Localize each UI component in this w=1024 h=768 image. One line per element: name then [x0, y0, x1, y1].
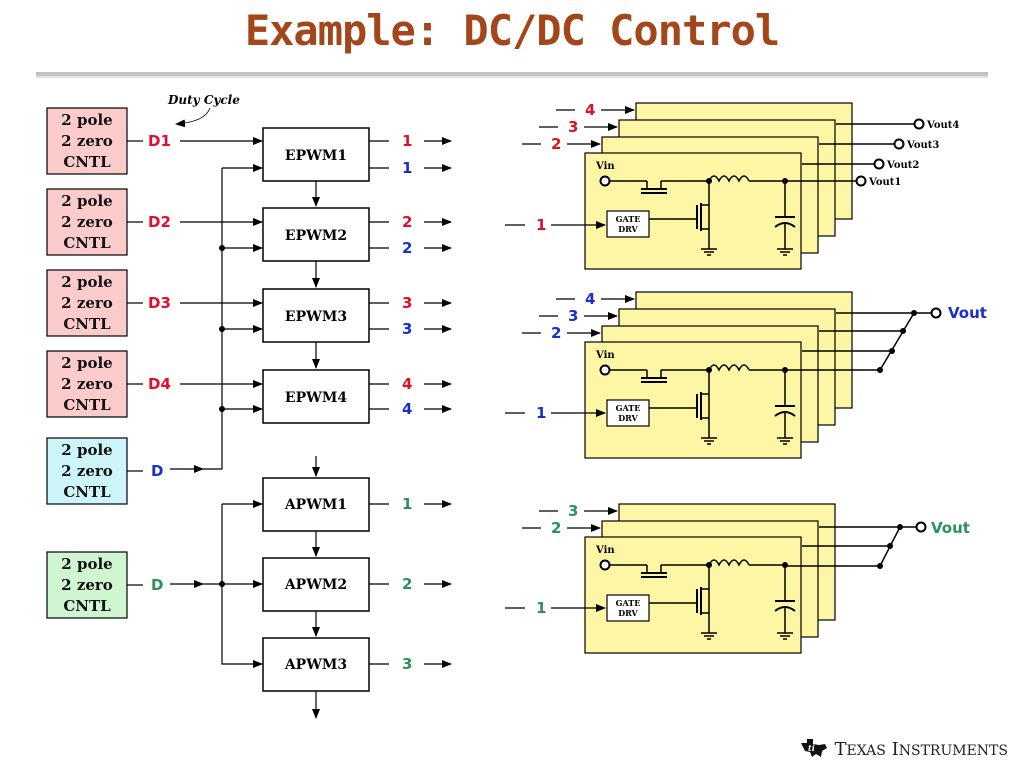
controller-3-line3: CNTL [63, 315, 111, 333]
apwm1-label: APWM1 [284, 497, 347, 513]
apwm1-out: 1 [402, 495, 412, 513]
vout3-label: Vout3 [906, 140, 939, 151]
vout4-label: Vout4 [926, 120, 959, 131]
bot-input-1: 1 [536, 599, 546, 617]
epwm1-block [262, 127, 370, 182]
epwm4-out-b: 4 [402, 400, 412, 418]
bot-input-3: 3 [568, 502, 578, 520]
mid-input-3: 3 [568, 307, 578, 325]
epwm1-out-a: 1 [402, 132, 412, 150]
top-input-2: 2 [551, 135, 561, 153]
bot-input-2: 2 [551, 519, 561, 537]
controller-3-box [46, 269, 128, 337]
signal-d-apwm: D [151, 576, 163, 594]
apwm2-out: 2 [402, 575, 412, 593]
slide-title: Example: DC/DC Control [244, 6, 780, 55]
converter-panel-independent: 4 3 2 1 Vout4 Vout3 Vout2 Vout1 [505, 101, 959, 270]
epwm3-block [262, 288, 370, 343]
logo-text: TEXAS INSTRUMENTS [834, 739, 1008, 760]
controller-5-line2: 2 zero [61, 462, 113, 480]
controller-3-line1: 2 pole [61, 273, 112, 291]
epwm4-label: EPWM4 [285, 390, 347, 406]
signal-d2: D2 [148, 213, 171, 231]
controller-6-line2: 2 zero [61, 576, 113, 594]
controller-3-line2: 2 zero [61, 294, 113, 312]
signal-d3: D3 [148, 294, 171, 312]
apwm2-block [262, 557, 370, 612]
controller-1-line2: 2 zero [61, 132, 113, 150]
texas-instruments-logo: ti TEXAS INSTRUMENTS [799, 737, 1008, 760]
epwm4-block [262, 369, 370, 424]
vout1-label: Vout1 [868, 177, 901, 188]
controller-4-line2: 2 zero [61, 375, 113, 393]
epwm2-out-a: 2 [402, 213, 412, 231]
ti-state-icon: ti [800, 739, 827, 757]
apwm1-block [262, 477, 370, 532]
controller-1-line1: 2 pole [61, 111, 112, 129]
top-input-1: 1 [536, 216, 546, 234]
duty-cycle-pointer [175, 107, 211, 128]
controller-6-line1: 2 pole [61, 555, 112, 573]
converter-panel-3phase: 3 2 1 Vout [505, 502, 970, 654]
bot-vout-label: Vout [931, 519, 970, 537]
controller-5-line1: 2 pole [61, 441, 112, 459]
controller-4-line1: 2 pole [61, 354, 112, 372]
apwm3-block [262, 637, 370, 692]
top-input-4: 4 [585, 101, 595, 119]
apwm3-out: 3 [402, 655, 412, 673]
controller-1-box [46, 107, 128, 175]
epwm1-label: EPWM1 [285, 148, 347, 164]
controller-1-line3: CNTL [63, 153, 111, 171]
mid-input-4: 4 [585, 290, 595, 308]
mid-input-2: 2 [551, 324, 561, 342]
svg-text:ti: ti [808, 743, 815, 753]
epwm4-out-a: 4 [402, 375, 412, 393]
epwm3-out-a: 3 [402, 294, 412, 312]
signal-d4: D4 [148, 375, 171, 393]
epwm3-out-b: 3 [402, 320, 412, 338]
controller-4-line3: CNTL [63, 396, 111, 414]
signal-d-shared: D [151, 462, 163, 480]
top-input-3: 3 [568, 118, 578, 136]
title-divider [36, 72, 988, 78]
controller-2-line3: CNTL [63, 234, 111, 252]
controller-2-box [46, 188, 128, 256]
apwm2-label: APWM2 [284, 577, 347, 593]
converter-panel-4phase: 4 3 2 1 Vout [505, 290, 987, 459]
epwm2-label: EPWM2 [285, 228, 347, 244]
vout2-label: Vout2 [886, 160, 919, 171]
controller-6-line3: CNTL [63, 597, 111, 615]
controller-5-line3: CNTL [63, 483, 111, 501]
signal-d1: D1 [148, 132, 171, 150]
apwm3-label: APWM3 [284, 657, 347, 673]
mid-vout-label: Vout [948, 304, 987, 322]
epwm1-out-b: 1 [402, 159, 412, 177]
controller-2-line2: 2 zero [61, 213, 113, 231]
epwm2-out-b: 2 [402, 239, 412, 257]
duty-cycle-label: Duty Cycle [167, 93, 240, 107]
controller-2-line1: 2 pole [61, 192, 112, 210]
epwm3-label: EPWM3 [285, 309, 347, 325]
mid-input-1: 1 [536, 404, 546, 422]
